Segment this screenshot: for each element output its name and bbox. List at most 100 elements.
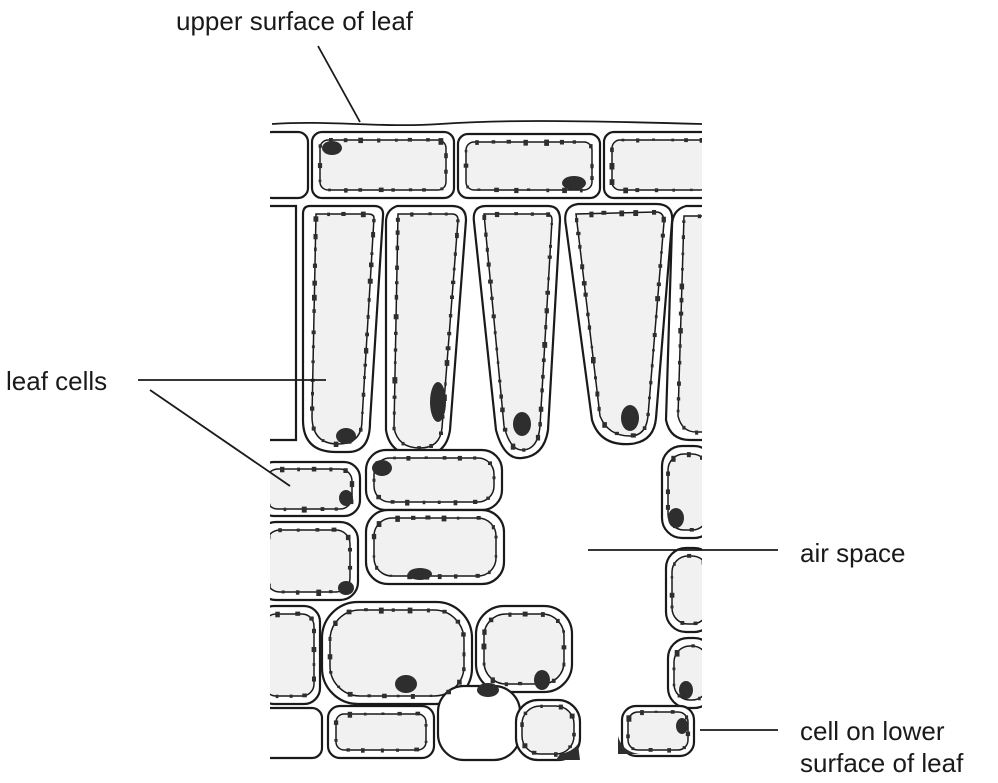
chloroplast-dot: [495, 212, 499, 217]
chloroplast-dot: [348, 548, 352, 552]
chloroplast-dot: [440, 187, 443, 190]
chloroplast-dot: [706, 670, 710, 675]
chloroplast-dot: [408, 138, 412, 142]
chloroplast-dot: [302, 507, 307, 513]
chloroplast-dot: [698, 214, 701, 218]
chloroplast-dot: [462, 667, 466, 671]
chloroplast-dot: [458, 456, 462, 461]
chloroplast-dot: [710, 427, 714, 431]
leader-upper-surface: [318, 46, 360, 122]
chloroplast-dot: [623, 188, 628, 194]
chloroplast-dot: [311, 360, 314, 363]
chloroplast-dot: [411, 516, 415, 520]
chloroplast-dot: [329, 468, 332, 472]
chloroplast-dot: [486, 497, 490, 500]
chloroplast-dot: [457, 680, 462, 685]
chloroplast-dot: [589, 212, 593, 218]
chloroplast-dot: [395, 516, 400, 522]
chloroplast-dot: [297, 468, 300, 472]
chloroplast-dot: [262, 650, 265, 654]
chloroplast-dot: [667, 748, 671, 753]
chloroplast-dot: [666, 489, 670, 494]
chloroplast-dot: [451, 281, 455, 284]
chloroplast-dot: [264, 493, 269, 497]
chloroplast-dot: [312, 467, 317, 472]
chloroplast-dot: [280, 467, 284, 473]
chloroplast-dot: [706, 473, 711, 477]
chloroplast-dot: [652, 139, 655, 141]
chloroplast-dot: [554, 752, 558, 757]
chloroplast-dot: [334, 442, 339, 447]
chloroplast-dot: [640, 710, 644, 715]
chloroplast-dot: [398, 712, 402, 716]
chloroplast-dot: [411, 694, 415, 699]
chloroplast-dot: [395, 266, 399, 270]
chloroplast-dot: [590, 176, 593, 180]
chloroplast-dot: [486, 248, 489, 252]
chloroplast-dot: [690, 189, 693, 191]
chloroplast-dot: [456, 219, 459, 222]
chloroplast-dot: [364, 364, 368, 367]
chloroplast-dot: [438, 574, 442, 579]
chloroplast-dot: [626, 734, 630, 738]
chloroplast-dot: [344, 138, 348, 142]
chloroplast-dot: [347, 610, 352, 615]
chloroplast-dot: [551, 223, 554, 225]
chloroplast-dot: [494, 331, 497, 334]
chloroplast-dot: [671, 456, 675, 462]
chloroplast-dot: [350, 481, 354, 487]
chloroplast-dot: [649, 381, 652, 385]
chloroplast-dot: [422, 188, 426, 191]
chloroplast-dot: [681, 268, 684, 271]
chloroplast-dot: [461, 632, 466, 636]
chloroplast-dot: [671, 139, 674, 142]
chloroplast-dot: [337, 686, 340, 689]
spongy-layer: [258, 446, 714, 708]
chloroplast-dot: [575, 218, 578, 222]
chloroplast-dot: [362, 393, 366, 397]
chloroplast-dot: [302, 694, 307, 698]
chloroplast-dot: [333, 621, 337, 626]
nucleus: [679, 681, 693, 699]
chloroplast-dot: [488, 280, 493, 284]
chloroplast-dot: [514, 212, 518, 215]
chloroplast-dot: [560, 140, 564, 145]
chloroplast-dot: [666, 472, 670, 476]
chloroplast-dot: [582, 281, 587, 285]
chloroplast-dot: [358, 188, 362, 192]
chloroplast-dot: [687, 452, 691, 457]
chloroplast-dot: [364, 348, 368, 354]
chloroplast-dot: [631, 747, 634, 750]
chloroplast-dot: [312, 629, 316, 633]
chloroplast-dot: [568, 745, 572, 748]
chloroplast-dot: [266, 534, 271, 539]
chloroplast-dot: [682, 220, 685, 223]
chloroplast-dot: [710, 232, 713, 236]
chloroplast-dot: [449, 314, 452, 317]
chloroplast-dot: [264, 569, 268, 573]
chloroplast-dot: [673, 684, 676, 686]
chloroplast-dot: [314, 234, 318, 239]
label-leaf-cells: leaf cells: [6, 366, 107, 396]
chloroplast-dot: [711, 247, 714, 250]
chloroplast-dot: [540, 683, 543, 687]
nucleus: [372, 460, 392, 476]
chloroplast-dot: [372, 219, 375, 222]
chloroplast-dot: [450, 296, 454, 300]
chloroplast-dot: [396, 749, 399, 752]
chloroplast-dot: [702, 559, 706, 565]
chloroplast-dot: [456, 620, 460, 624]
chloroplast-dot: [425, 574, 429, 580]
chloroplast-dot: [589, 144, 593, 148]
chloroplast-dot: [671, 710, 675, 714]
chloroplast-dot: [655, 711, 658, 713]
chloroplast-dot: [673, 525, 676, 528]
chloroplast-dot: [312, 309, 315, 313]
chloroplast-dot: [425, 516, 430, 520]
chloroplast-dot: [700, 138, 704, 143]
nucleus: [477, 683, 499, 697]
chloroplast-dot: [646, 413, 649, 416]
chloroplast-dot: [542, 358, 546, 362]
chloroplast-dot: [610, 148, 614, 153]
chloroplast-dot: [540, 388, 543, 392]
